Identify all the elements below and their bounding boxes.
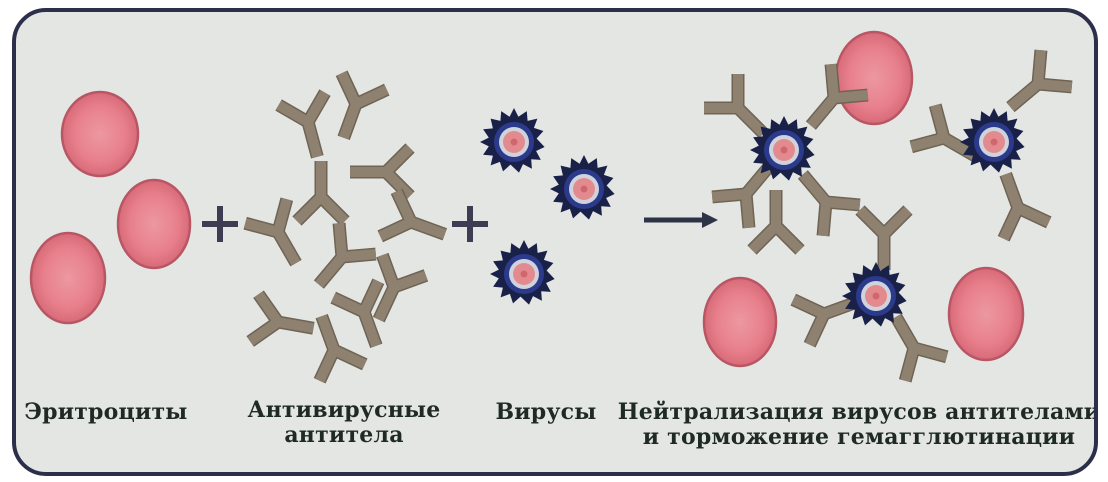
erythrocytes-text: Эритроциты [24, 399, 187, 425]
label-erythrocytes: Эритроциты [20, 400, 192, 425]
label-neutralization: Нейтрализация вирусов антителами и тормо… [614, 400, 1098, 451]
plus-sign-icon [202, 206, 238, 242]
reaction-arrow-icon [644, 212, 718, 228]
neutralized-virus-complex [704, 64, 868, 250]
antibody-icon [279, 93, 341, 163]
virus-icon [960, 108, 1025, 173]
diagram-frame: Эритроциты Антивирусные антитела Вирусы … [12, 8, 1098, 476]
neutralized-virus-complex [793, 210, 947, 381]
viruses-text: Вирусы [495, 399, 596, 425]
plus-sign-icon [452, 206, 488, 242]
antibody-icon [860, 210, 908, 270]
label-viruses: Вирусы [486, 400, 606, 425]
antibody-icon [297, 161, 345, 221]
erythrocyte-icon [949, 268, 1023, 360]
erythrocyte-icon [31, 233, 105, 323]
antibody-icon [350, 148, 410, 196]
erythrocyte-icon [704, 278, 776, 366]
antibody-icon [299, 308, 365, 381]
antibody-icon [321, 73, 387, 146]
erythrocyte-icon [118, 180, 190, 268]
antibody-icon [300, 223, 375, 300]
virus-icon [490, 240, 555, 305]
neutralized-virus-complex [911, 50, 1072, 239]
virus-icon [480, 108, 545, 173]
result-text-line-1: Нейтрализация вирусов антителами [614, 400, 1098, 425]
antibody-icon [380, 191, 453, 257]
label-antiviral-antibodies: Антивирусные антитела [244, 398, 444, 449]
antibodies-text-line-2: антитела [244, 423, 444, 448]
antibody-icon [250, 294, 317, 352]
virus-icon [550, 155, 615, 220]
antibody-icon [752, 190, 800, 250]
result-text-line-2: и торможение гемагглютинации [614, 425, 1098, 450]
antibodies-text-line-1: Антивирусные [244, 398, 444, 423]
antibody-icon [983, 166, 1049, 239]
erythrocyte-icon [62, 92, 138, 176]
erythrocyte-icon [836, 32, 912, 124]
